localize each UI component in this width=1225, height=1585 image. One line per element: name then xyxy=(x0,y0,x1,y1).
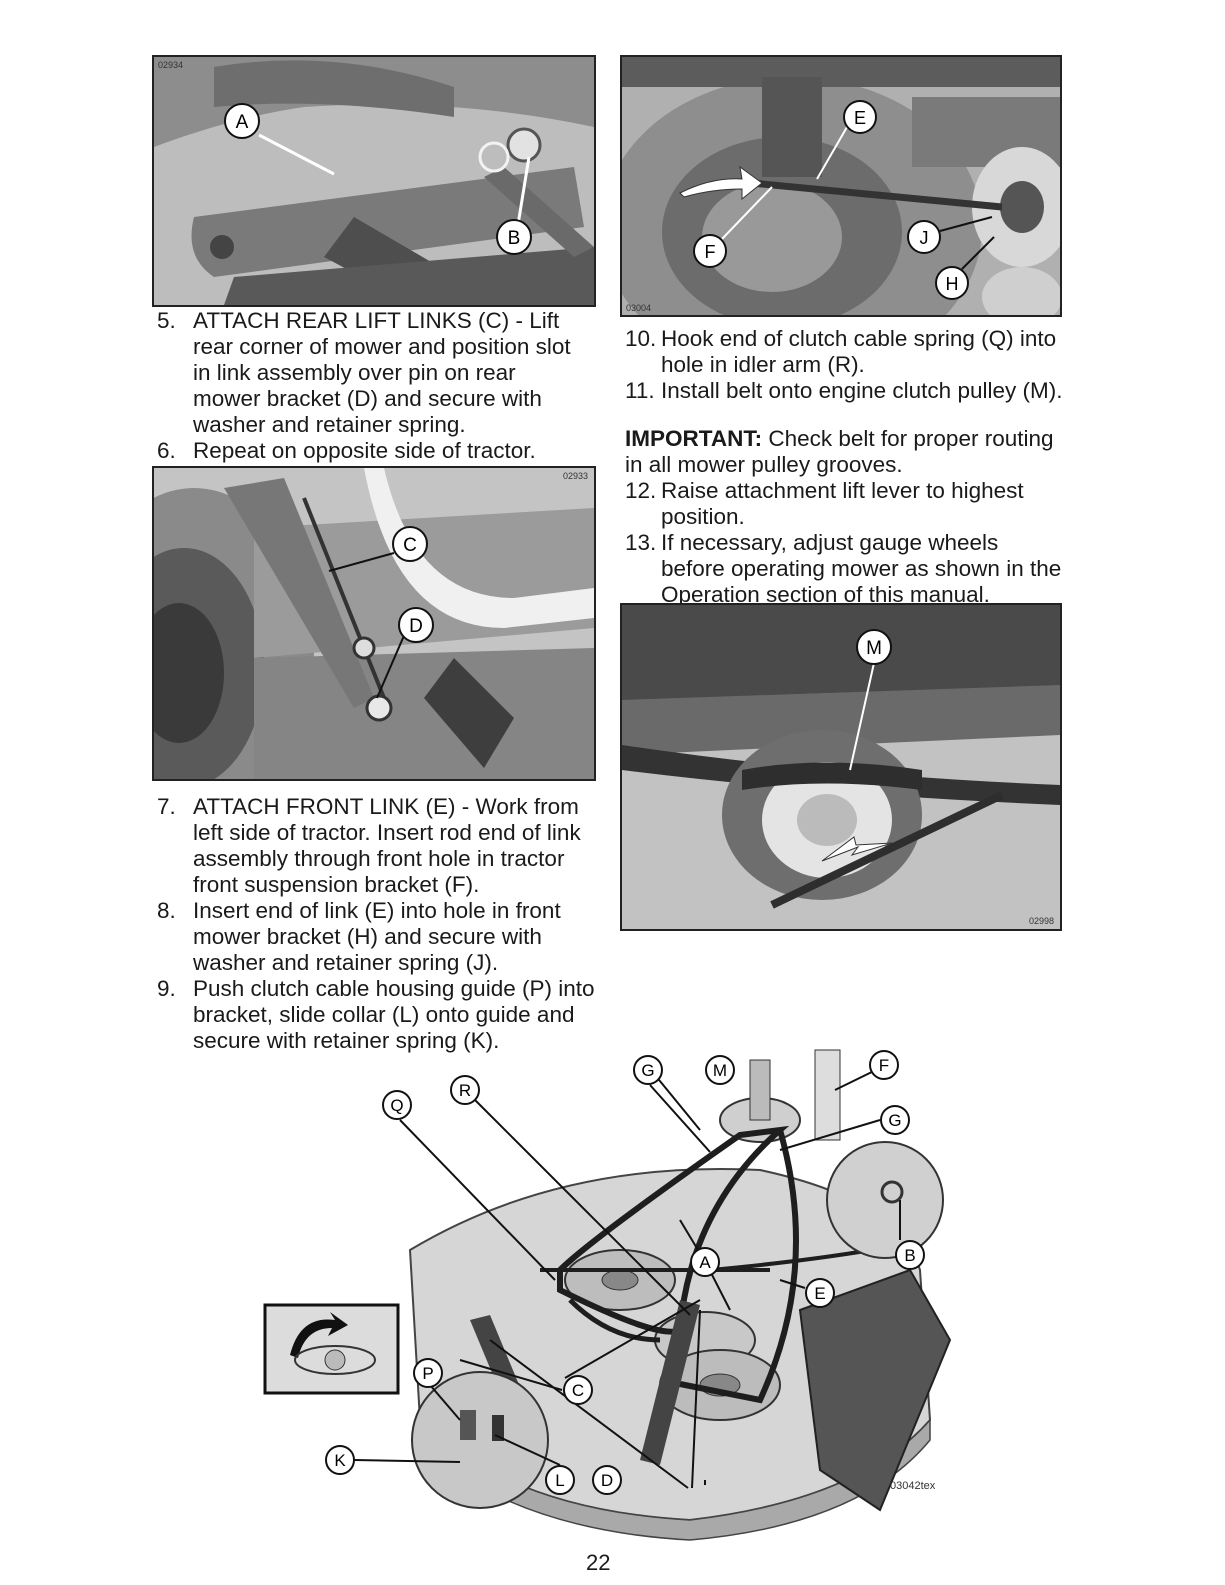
step-7: 7.ATTACH FRONT LINK (E) - Work from left… xyxy=(157,794,581,897)
steps-5-6: 5.ATTACH REAR LIFT LINKS (C) - Lift rear… xyxy=(157,308,587,464)
svg-text:P: P xyxy=(422,1364,433,1383)
svg-text:G: G xyxy=(641,1061,654,1080)
svg-text:M: M xyxy=(713,1061,727,1080)
svg-text:R: R xyxy=(459,1081,471,1100)
svg-text:B: B xyxy=(904,1246,915,1265)
step-8: 8.Insert end of link (E) into hole in fr… xyxy=(157,898,561,975)
figure-rear-lift-link-pin: A B 02934 xyxy=(152,55,596,307)
step-11: 11.Install belt onto engine clutch pulle… xyxy=(625,378,1063,403)
svg-text:B: B xyxy=(508,228,521,249)
steps-12-13: 12.Raise attachment lift lever to highes… xyxy=(625,478,1065,608)
figure-code: 03004 xyxy=(626,303,652,313)
figure-code: 02934 xyxy=(158,60,184,70)
svg-text:F: F xyxy=(705,242,716,262)
figure-code: 02998 xyxy=(1028,916,1054,926)
figure-code: 02933 xyxy=(562,471,588,481)
figure-engine-clutch-pulley: M 02998 xyxy=(620,603,1062,931)
svg-text:A: A xyxy=(236,112,249,133)
svg-text:M: M xyxy=(866,638,882,659)
important-note: IMPORTANT: Check belt for proper routing… xyxy=(625,426,1057,478)
svg-text:Q: Q xyxy=(390,1096,403,1115)
figure-code: 03042tex xyxy=(890,1480,936,1492)
step-10: 10.Hook end of clutch cable spring (Q) i… xyxy=(625,326,1057,377)
svg-text:A: A xyxy=(699,1253,711,1272)
svg-text:F: F xyxy=(879,1056,889,1075)
svg-text:H: H xyxy=(946,274,959,294)
page-number: 22 xyxy=(586,1550,611,1575)
step-12: 12.Raise attachment lift lever to highes… xyxy=(625,478,1024,529)
svg-text:D: D xyxy=(601,1471,613,1490)
svg-text:E: E xyxy=(814,1284,825,1303)
svg-text:D: D xyxy=(409,616,423,637)
svg-text:J: J xyxy=(920,228,929,248)
figure-mower-deck-belt-routing: G M F Q R G A E B P C K L D 03042tex xyxy=(260,1040,1000,1545)
step-9: 9.Push clutch cable housing guide (P) in… xyxy=(157,976,595,1053)
step-13: 13.If necessary, adjust gauge wheels bef… xyxy=(625,530,1062,607)
svg-text:L: L xyxy=(555,1471,564,1490)
svg-text:G: G xyxy=(888,1111,901,1130)
svg-text:C: C xyxy=(403,535,417,556)
steps-10-11: 10.Hook end of clutch cable spring (Q) i… xyxy=(625,326,1065,404)
important-label: IMPORTANT: xyxy=(625,426,763,451)
step-6: 6.Repeat on opposite side of tractor. xyxy=(157,438,536,463)
figure-rear-link-bracket: C D 02933 xyxy=(152,466,596,781)
svg-text:K: K xyxy=(334,1451,346,1470)
step-5: 5.ATTACH REAR LIFT LINKS (C) - Lift rear… xyxy=(157,308,571,437)
steps-7-9: 7.ATTACH FRONT LINK (E) - Work from left… xyxy=(157,794,597,1054)
figure-front-link: E F J H 03004 xyxy=(620,55,1062,317)
important-text: Check belt for proper routing in all mow… xyxy=(625,426,1054,477)
svg-text:C: C xyxy=(572,1381,584,1400)
svg-text:E: E xyxy=(854,108,866,128)
